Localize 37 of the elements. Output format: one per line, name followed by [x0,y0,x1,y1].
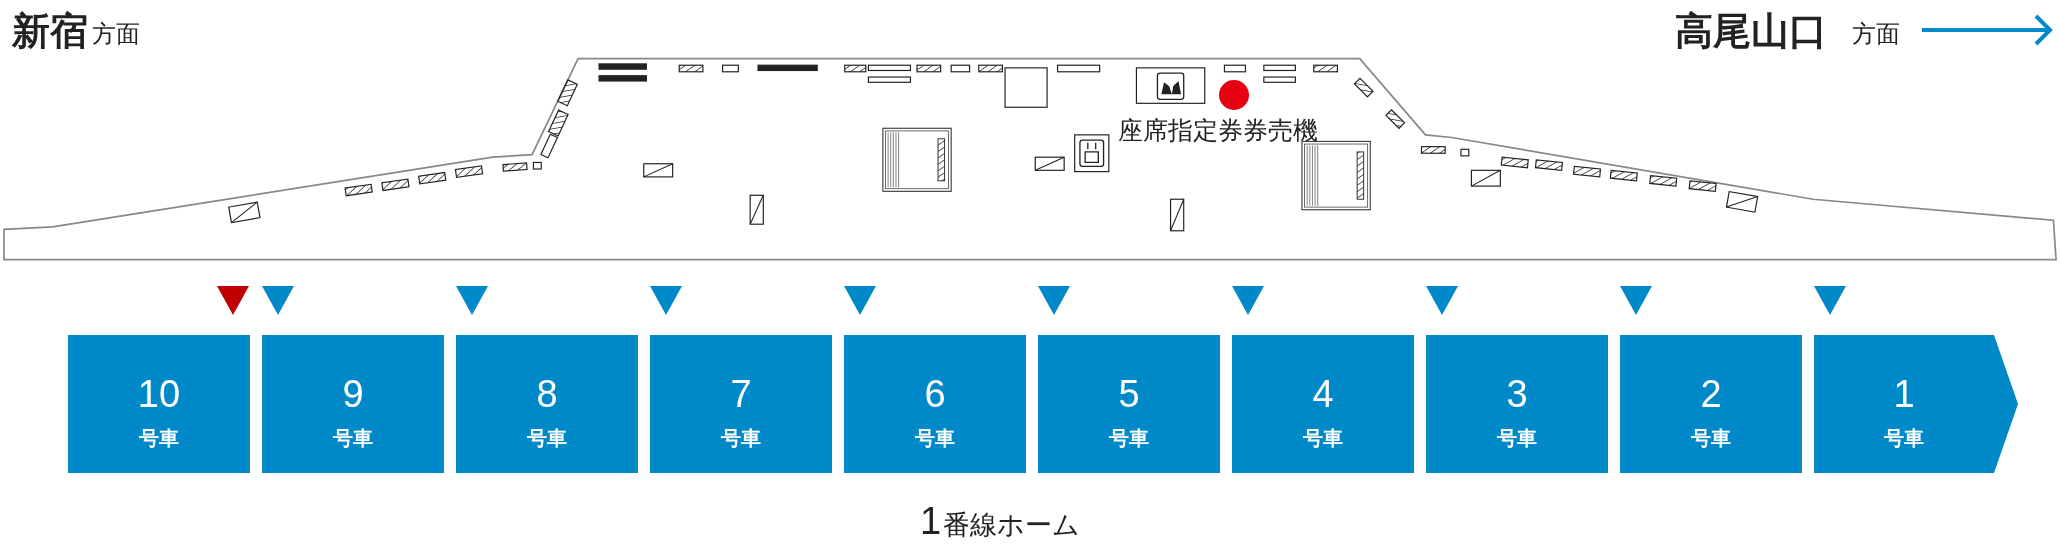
car-label: 号車 [1883,427,1925,449]
car-label: 号車 [138,427,180,449]
car-label: 号車 [1302,427,1344,449]
car-number: 5 [1117,374,1141,414]
car-box [1426,335,1608,473]
car-number: 9 [341,374,365,414]
car-box [1620,335,1802,473]
car-label: 号車 [332,427,374,449]
car-box [1814,335,2018,473]
car-label: 号車 [1496,427,1538,449]
car-number: 3 [1505,374,1529,414]
platform-label: 番線ホーム [943,512,1080,539]
car-box [844,335,1026,473]
direction-label: 高尾山口 [1675,12,1827,50]
car-label: 号車 [1108,427,1150,449]
car-box [68,335,250,473]
car-label: 号車 [720,427,762,449]
car-number: 10 [136,374,182,414]
car-label: 号車 [1690,427,1732,449]
car-box [650,335,832,473]
car-box [262,335,444,473]
direction-label: 新宿 [12,12,88,50]
car-number: 6 [923,374,947,414]
car-number: 8 [535,374,559,414]
platform-number: 1 [920,502,942,540]
car-label: 号車 [526,427,568,449]
car-box [1232,335,1414,473]
direction-label: 方面 [1852,22,1900,46]
direction-label: 方面 [92,22,140,46]
car-label: 号車 [914,427,956,449]
car-box [456,335,638,473]
car-number: 7 [729,374,753,414]
ticket-machine-label: 座席指定券券売機 [1118,118,1318,143]
car-number: 1 [1892,374,1916,414]
car-number: 2 [1699,374,1723,414]
car-number: 4 [1311,374,1335,414]
car-box [1038,335,1220,473]
